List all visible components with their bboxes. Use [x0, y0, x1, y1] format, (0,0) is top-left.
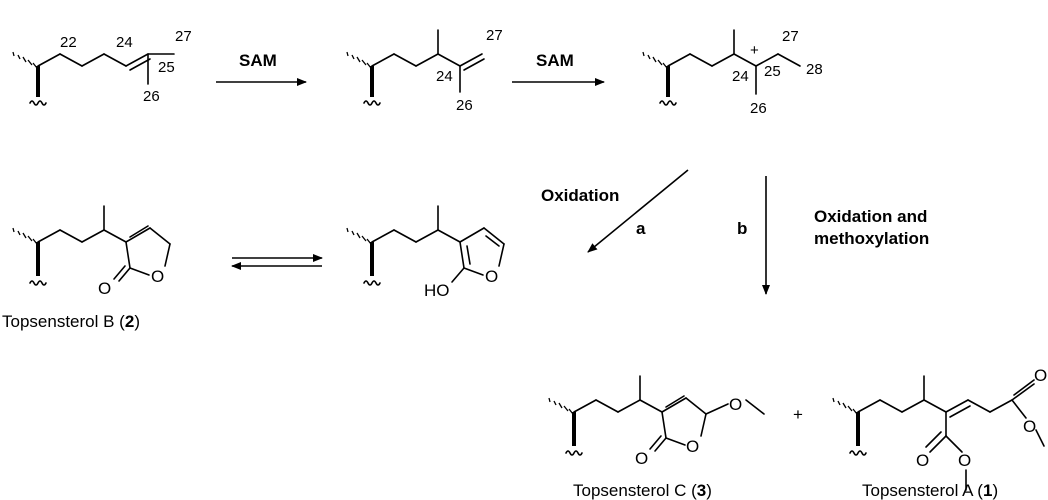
atom-number-26: 26: [456, 97, 473, 114]
path-a-label: a: [636, 219, 646, 238]
atom-number-25: 25: [764, 63, 781, 80]
reagent-sam-1: SAM: [239, 51, 277, 70]
molecule-topsensterol-b: O O: [12, 205, 171, 298]
arrow-path-a: [587, 169, 689, 253]
ester-oxygen-upper: O: [1023, 417, 1036, 436]
atom-number-24: 24: [436, 68, 453, 85]
atom-number-28: 28: [806, 61, 823, 78]
molecule-side-chain-1: 22 24 27 25 26: [12, 28, 192, 106]
carbonyl-oxygen: O: [635, 449, 648, 468]
atom-number-26: 26: [143, 88, 160, 105]
atom-number-22: 22: [60, 34, 77, 51]
ester-carbonyl-oxygen-upper: O: [1034, 366, 1047, 385]
molecule-side-chain-2: 24 27 26: [346, 27, 503, 114]
carbocation-charge: +: [750, 42, 759, 59]
atom-number-25: 25: [158, 59, 175, 76]
molecule-topsensterol-c: O O O: [548, 375, 765, 468]
atom-number-26: 26: [750, 100, 767, 117]
plus-sign: +: [793, 405, 803, 424]
caption-topsensterol-c: Topsensterol C (3): [573, 481, 712, 500]
molecule-hydroxyfuran: O HO: [346, 205, 505, 300]
reagent-oxidation-a: Oxidation: [541, 186, 619, 205]
atom-number-27: 27: [486, 27, 503, 44]
ester-oxygen-lower: O: [958, 451, 971, 470]
caption-topsensterol-a: Topsensterol A (1): [862, 481, 998, 500]
ester-carbonyl-oxygen-lower: O: [916, 451, 929, 470]
atom-number-27: 27: [782, 28, 799, 45]
ring-oxygen: O: [686, 437, 699, 456]
furan-oxygen: O: [485, 267, 498, 286]
caption-topsensterol-b: Topsensterol B (2): [2, 312, 140, 331]
carbonyl-oxygen: O: [98, 279, 111, 298]
atom-number-24: 24: [116, 34, 133, 51]
reagent-sam-2: SAM: [536, 51, 574, 70]
molecule-carbocation: + 24 25 27 28 26: [642, 28, 823, 117]
path-b-label: b: [737, 219, 747, 238]
atom-number-24: 24: [732, 68, 749, 85]
reagent-oxidation-methoxylation-line1: Oxidation and: [814, 207, 927, 226]
ring-oxygen: O: [151, 267, 164, 286]
atom-number-27: 27: [175, 28, 192, 45]
methoxy-oxygen: O: [729, 395, 742, 414]
molecule-topsensterol-a: O O O O: [832, 366, 1047, 491]
reagent-oxidation-methoxylation-line2: methoxylation: [814, 229, 929, 248]
hydroxyl-group: HO: [424, 281, 450, 300]
